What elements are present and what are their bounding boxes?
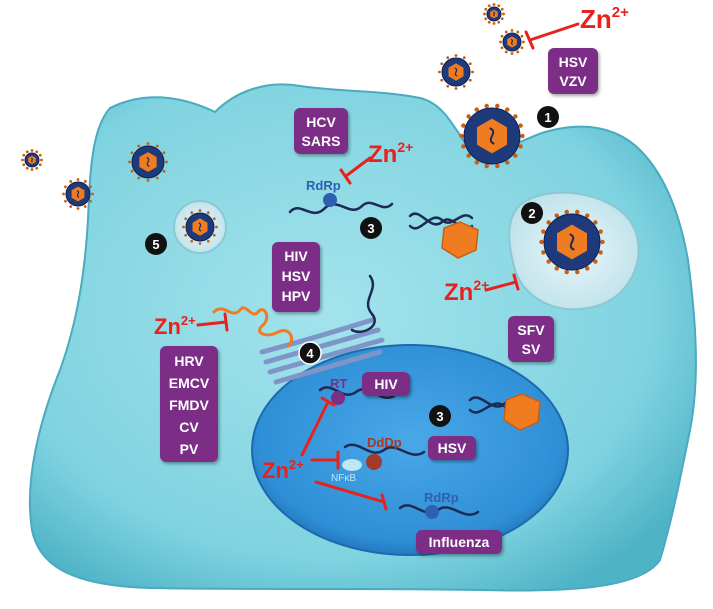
step-2: 2 xyxy=(521,202,543,224)
box-hiv-hsv-hpv-line1: HIV xyxy=(284,248,308,264)
nfkb-enzyme xyxy=(342,459,362,471)
virion-particle xyxy=(128,142,168,182)
rdrp-cyto-enzyme xyxy=(323,193,337,207)
rdrp-nuc-label: RdRp xyxy=(424,490,459,505)
svg-text:1: 1 xyxy=(544,110,551,125)
cytoplasmic-rna-strand xyxy=(288,201,394,215)
rdrp-nuc-enzyme xyxy=(425,505,439,519)
rdrp-cyto-label: RdRp xyxy=(306,178,341,193)
box-hsv: HSV xyxy=(428,436,476,460)
viral-protein-strand xyxy=(212,306,294,348)
virion-particle xyxy=(459,103,525,169)
svg-text:4: 4 xyxy=(306,346,314,361)
nfkb-label: NFκB xyxy=(331,473,356,484)
step-3-cytoplasm: 3 xyxy=(360,217,382,239)
rt-rna-strand xyxy=(318,386,396,399)
svg-text:3: 3 xyxy=(436,409,443,424)
box-hsv-vzv-line2: VZV xyxy=(559,73,587,89)
uncoated-capsid xyxy=(441,221,479,259)
virion-particle xyxy=(182,209,218,245)
box-picorna-line4: CV xyxy=(179,419,199,435)
box-hiv-label: HIV xyxy=(374,376,398,392)
box-hiv-hsv-hpv: HIV HSV HPV xyxy=(272,242,320,312)
box-picorna-line3: FMDV xyxy=(169,397,209,413)
virions xyxy=(21,3,605,275)
virion-particle xyxy=(21,149,43,171)
rt-enzyme xyxy=(331,391,345,405)
dddp-enzyme xyxy=(366,454,382,470)
virion-particle xyxy=(62,178,94,210)
zinc-nucleus: Zn2+ xyxy=(262,457,304,483)
golgi-rna-strand xyxy=(350,274,376,333)
golgi-apparatus xyxy=(259,317,385,385)
svg-text:5: 5 xyxy=(152,237,159,252)
svg-text:Zn2+: Zn2+ xyxy=(368,139,413,168)
svg-text:Zn2+: Zn2+ xyxy=(262,457,304,483)
box-hcv-sars-line2: SARS xyxy=(302,133,341,149)
svg-text:Zn2+: Zn2+ xyxy=(154,313,196,339)
svg-text:2: 2 xyxy=(528,206,535,221)
box-sfv-sv-line1: SFV xyxy=(517,322,545,338)
virion-particle xyxy=(499,29,525,55)
box-picorna: HRV EMCV FMDV CV PV xyxy=(160,346,218,462)
box-hiv: HIV xyxy=(362,372,410,396)
zinc-top: Zn2+ xyxy=(580,4,629,34)
step-5: 5 xyxy=(145,233,167,255)
rt-label: RT xyxy=(330,376,347,391)
zinc-endosome: Zn2+ xyxy=(444,277,489,306)
box-picorna-line5: PV xyxy=(180,441,199,457)
nucleus xyxy=(251,344,569,556)
box-hcv-sars: HCV SARS xyxy=(294,108,348,154)
step-4: 4 xyxy=(298,341,322,365)
box-hcv-sars-line1: HCV xyxy=(306,114,336,130)
dddp-label: DdDp xyxy=(367,435,402,450)
dddp-strand xyxy=(343,443,426,456)
box-hsv-vzv-line1: HSV xyxy=(559,54,588,70)
zinc-hcv: Zn2+ xyxy=(368,139,413,168)
nuclear-pore-capsid xyxy=(503,393,541,431)
svg-text:Zn2+: Zn2+ xyxy=(580,4,629,34)
virion-particle xyxy=(438,54,474,90)
box-influenza-label: Influenza xyxy=(429,534,490,550)
inhibition-lines xyxy=(196,22,580,511)
virion-particle xyxy=(539,209,605,275)
box-hiv-hsv-hpv-line3: HPV xyxy=(282,288,311,304)
step-1: 1 xyxy=(537,106,559,128)
box-sfv-sv: SFV SV xyxy=(508,316,554,362)
zinc-golgi: Zn2+ xyxy=(154,313,196,339)
virion-particle xyxy=(483,3,505,25)
svg-text:3: 3 xyxy=(367,221,374,236)
box-hsv-label: HSV xyxy=(438,440,467,456)
svg-text:Zn2+: Zn2+ xyxy=(444,277,489,306)
box-sfv-sv-line2: SV xyxy=(522,341,541,357)
box-influenza: Influenza xyxy=(416,530,502,554)
box-picorna-line2: EMCV xyxy=(169,375,210,391)
step-3-nucleus: 3 xyxy=(429,405,451,427)
box-picorna-line1: HRV xyxy=(174,353,204,369)
box-hsv-vzv: HSV VZV xyxy=(548,48,598,94)
box-hiv-hsv-hpv-line2: HSV xyxy=(282,268,311,284)
dna-helix-strand-b xyxy=(408,214,474,230)
